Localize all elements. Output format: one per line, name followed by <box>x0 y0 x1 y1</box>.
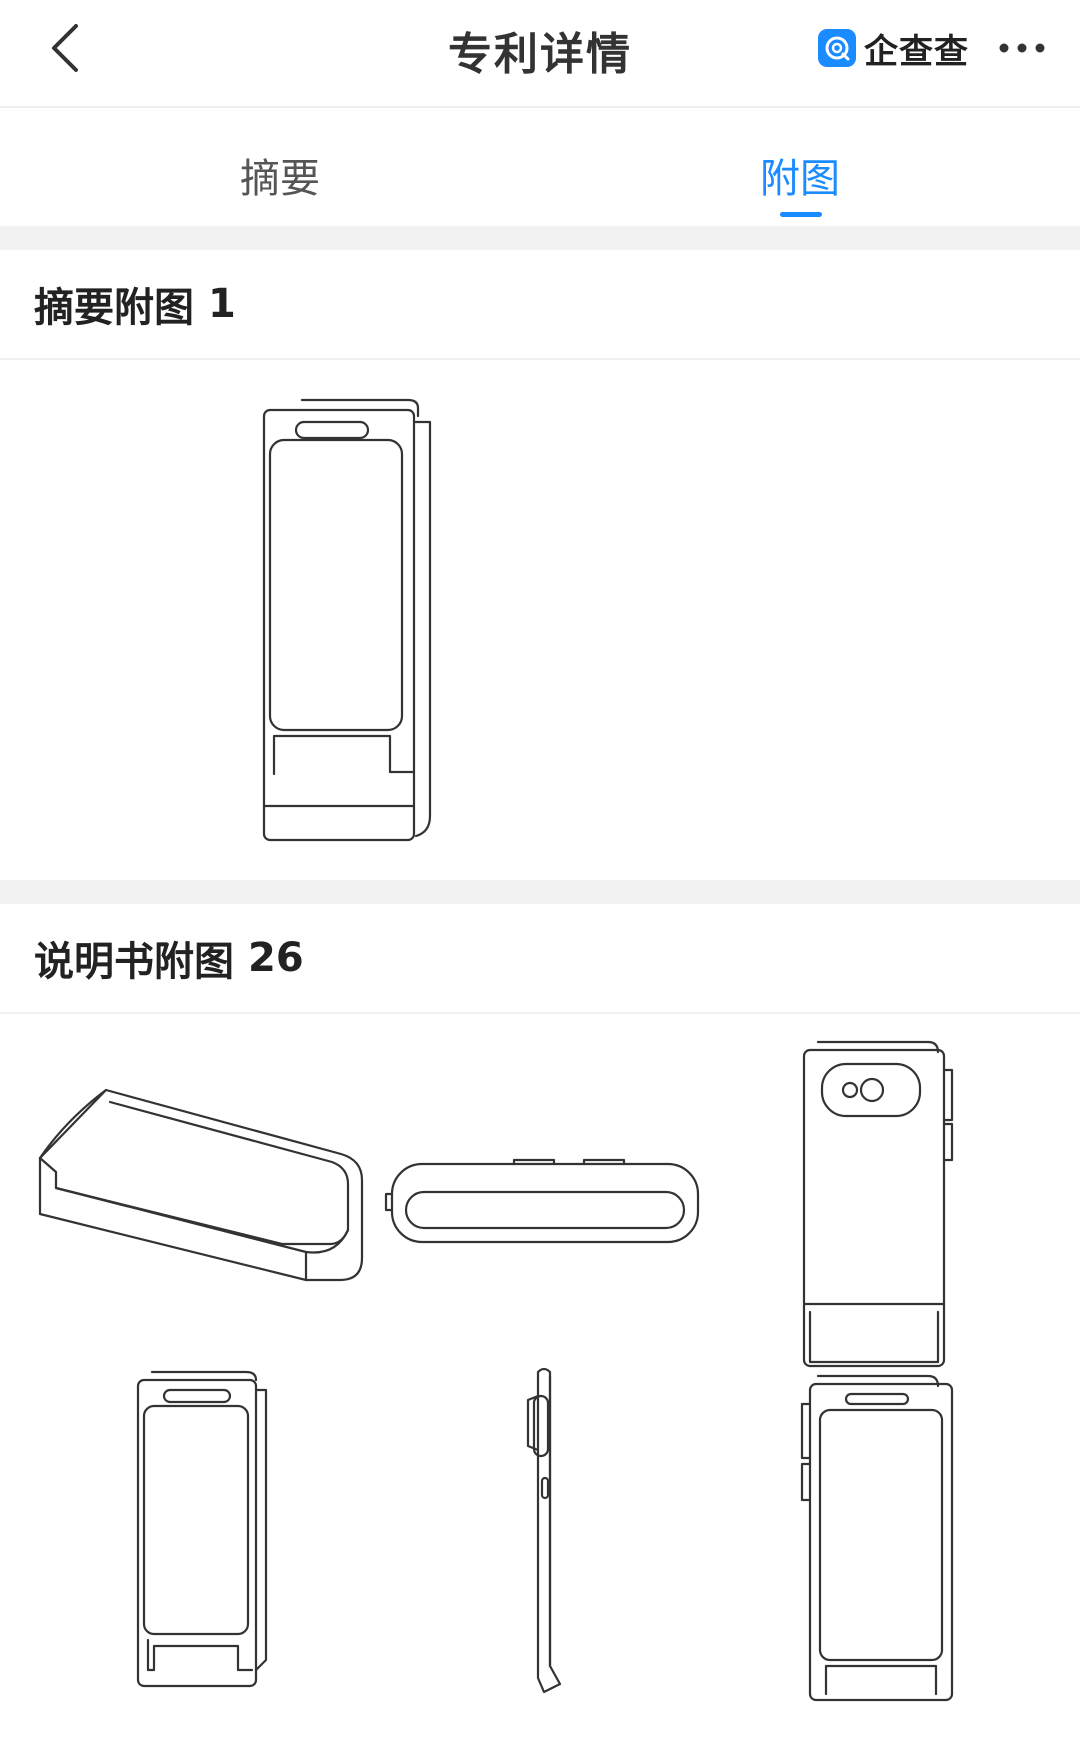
section-header-spec-figures: 说明书附图 26 <box>0 904 1080 1014</box>
spec-figures-grid <box>0 1014 1080 1759</box>
navigation-bar: 专利详情 企查查 <box>0 0 1080 108</box>
back-button[interactable] <box>40 18 100 78</box>
section-divider <box>0 880 1080 904</box>
tab-figures[interactable]: 附图 <box>760 156 840 202</box>
abstract-figure-area <box>0 360 1080 880</box>
section-divider <box>0 226 1080 250</box>
page-title: 专利详情 <box>448 29 632 80</box>
section-header-abstract-figures: 摘要附图 1 <box>0 250 1080 360</box>
active-tab-indicator <box>780 212 822 217</box>
section-title: 摘要附图 <box>34 285 194 331</box>
section-count: 1 <box>208 281 236 327</box>
spec-figure-front-view[interactable] <box>134 1370 274 1690</box>
brand-name: 企查查 <box>864 31 969 72</box>
tab-summary[interactable]: 摘要 <box>240 156 320 202</box>
abstract-figure-image[interactable] <box>260 396 440 846</box>
spec-figure-back-view[interactable] <box>800 1040 960 1370</box>
spec-figure-dock[interactable] <box>36 1080 366 1310</box>
tab-bar: 摘要 附图 <box>0 108 1080 226</box>
spec-figure-side-view[interactable] <box>524 1366 564 1696</box>
section-title: 说明书附图 <box>34 939 234 985</box>
spec-figure-front-view-right[interactable] <box>800 1374 960 1704</box>
brand[interactable]: 企查查 <box>818 26 969 72</box>
spec-figure-dock-side[interactable] <box>384 1158 704 1248</box>
more-button[interactable] <box>996 30 1056 66</box>
chevron-left-icon <box>52 24 78 72</box>
qichacha-logo-icon <box>818 29 856 67</box>
section-count: 26 <box>248 935 304 981</box>
more-dots-icon <box>999 43 1045 53</box>
